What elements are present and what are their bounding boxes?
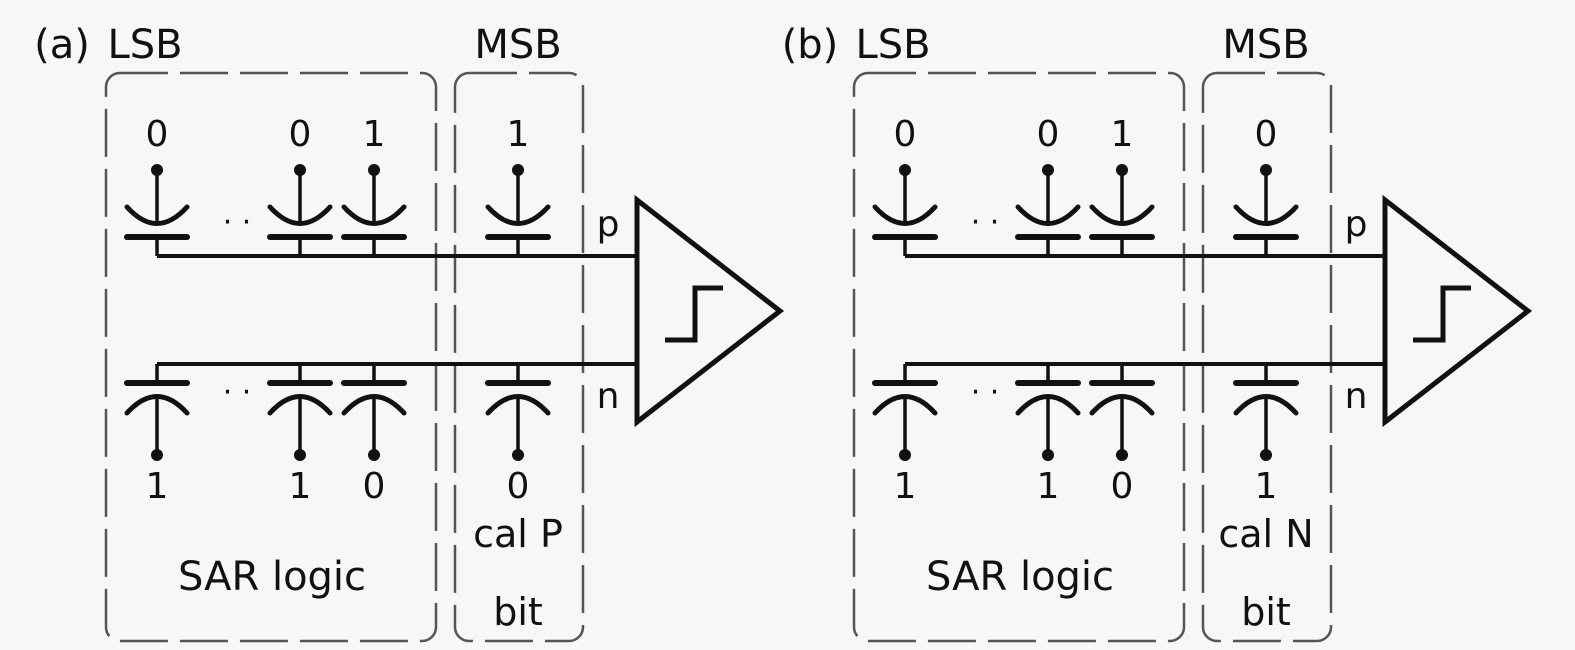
bottom-bit-label: 1 (894, 466, 917, 507)
bottom-bit-label: 0 (1111, 466, 1134, 507)
n-side-capacitor (124, 364, 190, 461)
cal-bit-label-line2: bit (1241, 590, 1291, 634)
cal-bit-label-line1: cal P (473, 512, 563, 556)
lsb-label: LSB (107, 22, 182, 68)
panel-label: (a) (34, 22, 90, 68)
cal-p-capacitor (485, 164, 551, 256)
terminal-dot (1042, 449, 1054, 461)
top-bit-label: 0 (146, 114, 169, 155)
p-side-capacitor (124, 164, 190, 256)
sar-logic-box (852, 71, 1186, 643)
cal-top-bit-label: 1 (507, 114, 530, 155)
terminal-dot (294, 449, 306, 461)
terminal-dot (512, 449, 524, 461)
curved-plate (1015, 204, 1081, 226)
lsb-label: LSB (855, 22, 930, 68)
msb-label: MSB (1222, 22, 1309, 68)
n-input-label: n (597, 376, 620, 417)
cal-bit-box (453, 71, 585, 643)
cal-n-capacitor (1233, 364, 1299, 461)
sar-logic-label: SAR logic (926, 554, 1114, 600)
msb-label: MSB (474, 22, 561, 68)
curved-plate (124, 204, 190, 226)
curved-plate (485, 394, 551, 416)
curved-plate (1233, 204, 1299, 226)
p-side-capacitor (267, 164, 333, 256)
top-bit-label: 0 (289, 114, 312, 155)
terminal-dot (1260, 449, 1272, 461)
ellipsis-bottom: · · (223, 375, 252, 410)
terminal-dot (899, 449, 911, 461)
curved-plate (485, 204, 551, 226)
bottom-bit-label: 1 (146, 466, 169, 507)
p-input-label: p (1345, 204, 1368, 245)
curved-plate (267, 394, 333, 416)
p-side-capacitor (341, 164, 407, 256)
ellipsis-top: · · (223, 205, 252, 240)
top-bit-label: 1 (1111, 114, 1134, 155)
sar-logic-label: SAR logic (178, 554, 366, 600)
panel-label: (b) (782, 22, 839, 68)
step-symbol-icon (665, 285, 723, 343)
bottom-bit-label: 1 (1037, 466, 1060, 507)
p-side-capacitor (872, 164, 938, 256)
p-side-capacitor (1089, 164, 1155, 256)
curved-plate (1015, 394, 1081, 416)
curved-plate (341, 394, 407, 416)
curved-plate (1089, 394, 1155, 416)
p-input-label: p (597, 204, 620, 245)
p-side-capacitor (1015, 164, 1081, 256)
n-side-capacitor (1089, 364, 1155, 461)
sar-logic-box (104, 71, 438, 643)
n-side-capacitor (267, 364, 333, 461)
bottom-bit-label: 0 (363, 466, 386, 507)
curved-plate (1089, 204, 1155, 226)
cal-bottom-bit-label: 0 (507, 466, 530, 507)
curved-plate (267, 204, 333, 226)
cal-bottom-bit-label: 1 (1255, 466, 1278, 507)
step-symbol-icon (1413, 285, 1471, 343)
bottom-bit-label: 1 (289, 466, 312, 507)
curved-plate (124, 394, 190, 416)
ellipsis-bottom: · · (971, 375, 1000, 410)
comparator-triangle (634, 194, 785, 428)
terminal-dot (368, 449, 380, 461)
n-side-capacitor (1015, 364, 1081, 461)
cal-bit-box (1201, 71, 1333, 643)
cal-p-capacitor (1233, 164, 1299, 256)
comparator-triangle (1382, 194, 1533, 428)
curved-plate (872, 204, 938, 226)
curved-plate (872, 394, 938, 416)
cal-n-capacitor (485, 364, 551, 461)
top-bit-label: 1 (363, 114, 386, 155)
n-input-label: n (1345, 376, 1368, 417)
ellipsis-top: · · (971, 205, 1000, 240)
terminal-dot (151, 449, 163, 461)
curved-plate (1233, 394, 1299, 416)
top-bit-label: 0 (1037, 114, 1060, 155)
terminal-dot (1116, 449, 1128, 461)
cal-bit-label-line2: bit (493, 590, 543, 634)
n-side-capacitor (341, 364, 407, 461)
cal-bit-label-line1: cal N (1218, 512, 1313, 556)
top-bit-label: 0 (894, 114, 917, 155)
n-side-capacitor (872, 364, 938, 461)
cal-top-bit-label: 0 (1255, 114, 1278, 155)
curved-plate (341, 204, 407, 226)
